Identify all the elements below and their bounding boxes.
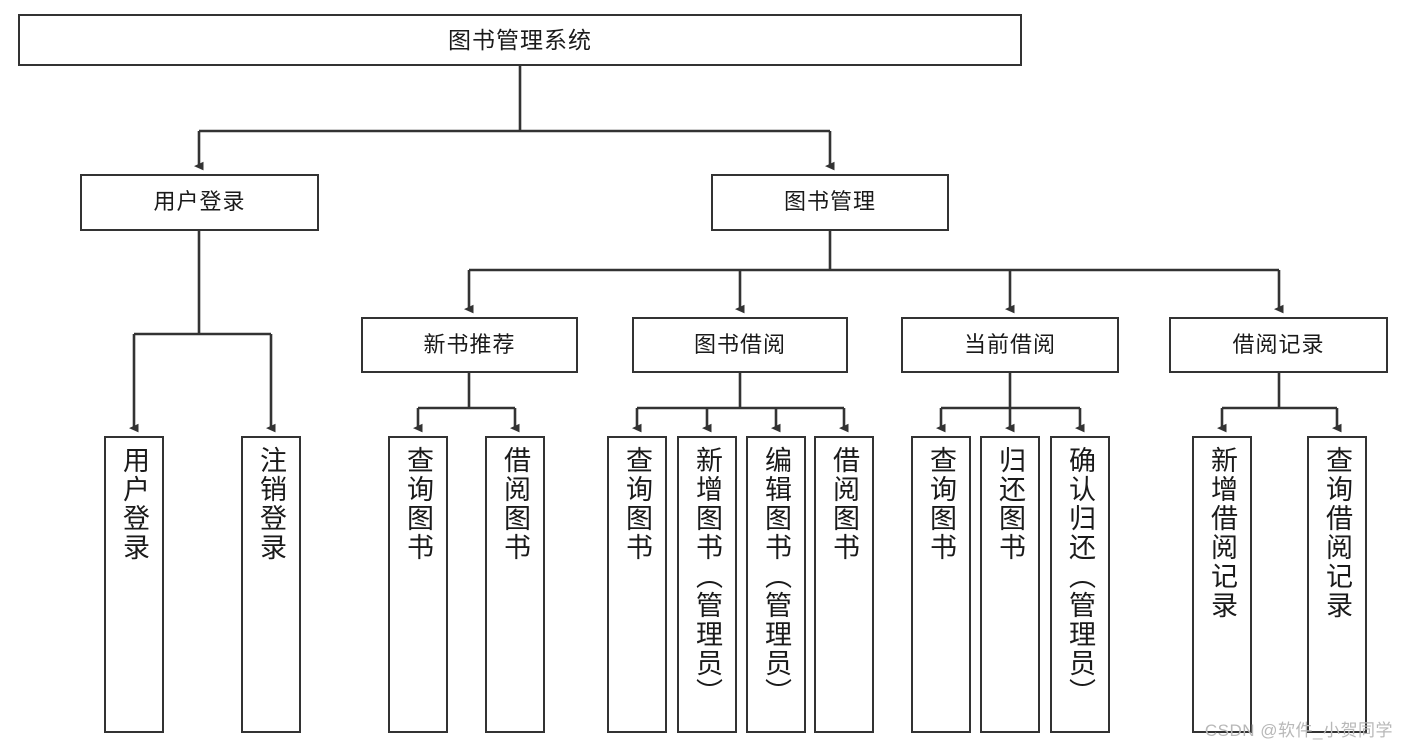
- node-label: 新书推荐: [423, 331, 516, 357]
- leaf-add-borrow-record[interactable]: 新增借阅记录: [1192, 436, 1252, 733]
- node-borrow-record[interactable]: 借阅记录: [1169, 317, 1388, 373]
- leaf-logout[interactable]: 注销登录: [241, 436, 301, 733]
- node-label: 确认归还（管理员）: [1065, 446, 1096, 707]
- node-label: 图书管理系统: [448, 26, 592, 53]
- leaf-borrow-book[interactable]: 借阅图书: [814, 436, 874, 733]
- csdn-watermark: CSDN @软件_小贺同学: [1204, 721, 1393, 740]
- node-label: 借阅图书: [500, 446, 531, 562]
- node-label: 新增图书（管理员）: [692, 446, 723, 707]
- node-label: 当前借阅: [963, 331, 1056, 357]
- node-label: 归还图书: [995, 446, 1026, 562]
- node-label: 查询图书: [403, 446, 434, 562]
- leaf-query-book-newbook[interactable]: 查询图书: [388, 436, 448, 733]
- leaf-edit-book-admin[interactable]: 编辑图书（管理员）: [746, 436, 806, 733]
- leaf-borrow-book-newbook[interactable]: 借阅图书: [485, 436, 545, 733]
- leaf-query-book-borrow[interactable]: 查询图书: [607, 436, 667, 733]
- leaf-add-book-admin[interactable]: 新增图书（管理员）: [677, 436, 737, 733]
- node-book-management[interactable]: 图书管理: [711, 174, 949, 231]
- node-current-borrow[interactable]: 当前借阅: [901, 317, 1119, 373]
- node-label: 用户登录: [119, 446, 150, 562]
- node-label: 新增借阅记录: [1207, 446, 1238, 620]
- node-new-book-recommend[interactable]: 新书推荐: [361, 317, 578, 373]
- leaf-query-borrow-record[interactable]: 查询借阅记录: [1307, 436, 1367, 733]
- leaf-user-login[interactable]: 用户登录: [104, 436, 164, 733]
- node-label: 图书借阅: [693, 331, 786, 357]
- leaf-return-book[interactable]: 归还图书: [980, 436, 1040, 733]
- node-label: 编辑图书（管理员）: [761, 446, 792, 707]
- node-user-login[interactable]: 用户登录: [80, 174, 319, 231]
- node-root-system[interactable]: 图书管理系统: [18, 14, 1022, 66]
- node-label: 借阅图书: [829, 446, 860, 562]
- node-label: 查询借阅记录: [1322, 446, 1353, 620]
- node-label: 借阅记录: [1232, 331, 1325, 357]
- leaf-query-book-current[interactable]: 查询图书: [911, 436, 971, 733]
- node-label: 查询图书: [926, 446, 957, 562]
- node-book-borrow[interactable]: 图书借阅: [632, 317, 848, 373]
- node-label: 用户登录: [153, 189, 246, 215]
- node-label: 注销登录: [256, 446, 287, 562]
- node-label: 查询图书: [622, 446, 653, 562]
- leaf-confirm-return-admin[interactable]: 确认归还（管理员）: [1050, 436, 1110, 733]
- node-label: 图书管理: [783, 189, 876, 215]
